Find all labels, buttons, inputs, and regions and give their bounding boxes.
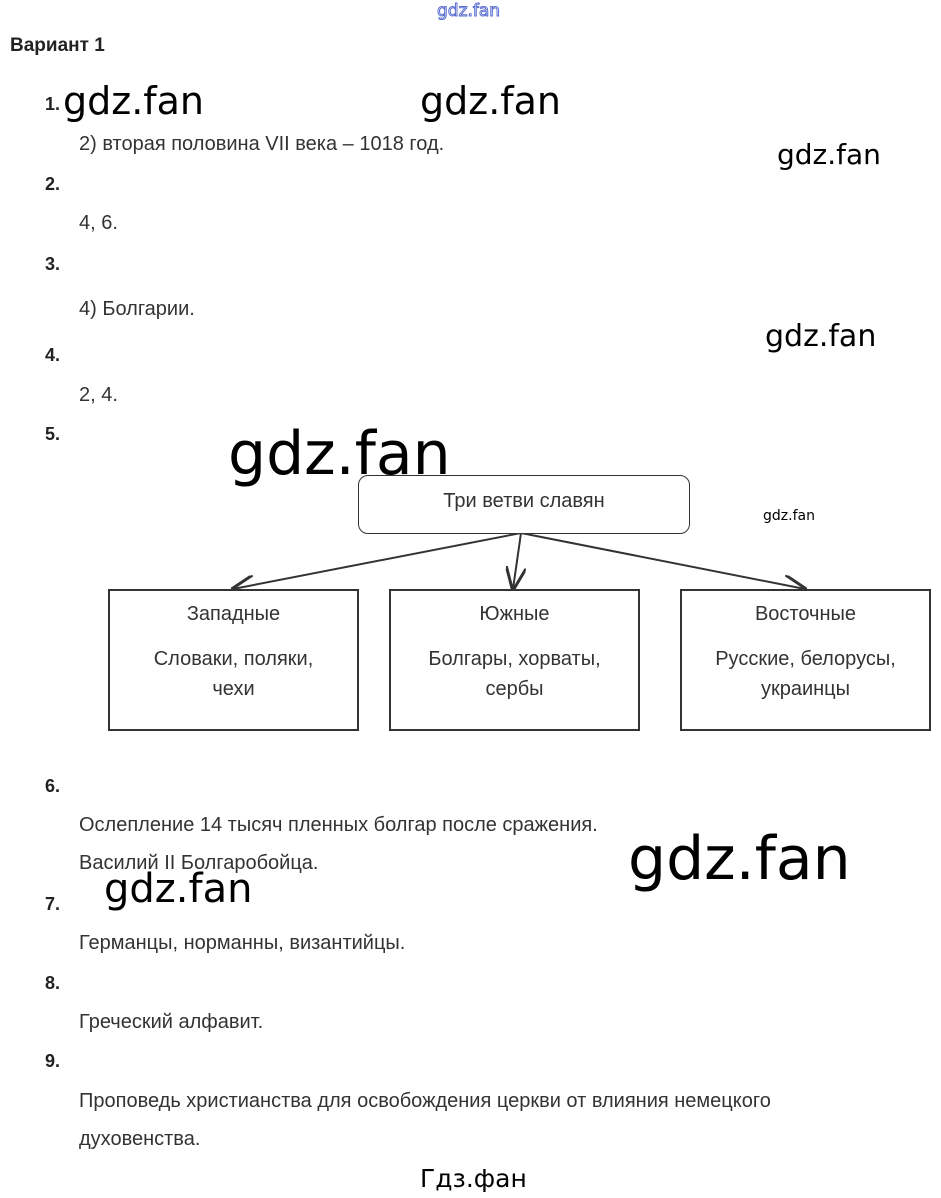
answer-text: Проповедь христианства для освобождения … [79, 1090, 771, 1112]
answer-number: 6. [45, 776, 61, 796]
answer-number: 3. [45, 254, 61, 274]
answer-text: 4, 6. [79, 212, 118, 234]
watermark: gdz.fan [628, 824, 851, 894]
answer-text: Германцы, норманны, византийцы. [79, 932, 406, 954]
watermark: gdz.fan [63, 79, 205, 123]
answer-number: 1. [45, 94, 61, 114]
answer-text: 2) вторая половина VII века – 1018 год. [79, 133, 445, 155]
branch-east: Восточные Русские, белорусы, украинцы [680, 589, 931, 731]
branch-title: Южные [479, 603, 550, 625]
watermark: gdz.fan [228, 419, 451, 489]
branch-title: Восточные [754, 603, 857, 625]
answer-number: 2. [45, 174, 61, 194]
page-title: Вариант 1 [10, 35, 105, 56]
answer-text: духовенства. [79, 1128, 201, 1150]
watermark: gdz.fan [763, 508, 815, 524]
watermark: gdz.fan [777, 138, 881, 171]
answer-text: Василий II Болгаробойца. [79, 852, 319, 874]
arrow-south [513, 532, 521, 589]
branch-west: Западные Словаки, поляки, чехи [108, 589, 359, 731]
watermark-bottom: Гдз.фан [420, 1164, 527, 1193]
diagram-root: Три ветви славян [358, 475, 690, 534]
answer-text: 2, 4. [79, 384, 118, 406]
answer-number: 4. [45, 345, 61, 365]
root-label: Три ветви славян [443, 490, 605, 512]
branch-members: Русские, белорусы, украинцы [715, 648, 896, 700]
branch-south: Южные Болгары, хорваты, сербы [389, 589, 640, 731]
answer-text: Греческий алфавит. [79, 1011, 264, 1033]
watermark-top: gdz.fan [436, 1, 501, 21]
arrow-east [520, 532, 805, 589]
answer-text: Ослепление 14 тысяч пленных болгар после… [79, 814, 598, 836]
arrow-west [233, 532, 522, 589]
branch-members: Болгары, хорваты, сербы [428, 648, 601, 700]
watermark: gdz.fan [765, 319, 877, 354]
branch-members: Словаки, поляки, чехи [153, 648, 314, 700]
watermark: gdz.fan [420, 79, 562, 123]
branch-title: Западные [186, 603, 281, 625]
answer-number: 9. [45, 1051, 61, 1071]
answer-number: 7. [45, 894, 61, 914]
answer-number: 8. [45, 973, 61, 993]
answer-number: 5. [45, 424, 61, 444]
answer-text: 4) Болгарии. [79, 298, 195, 320]
watermark: gdz.fan [104, 866, 253, 912]
